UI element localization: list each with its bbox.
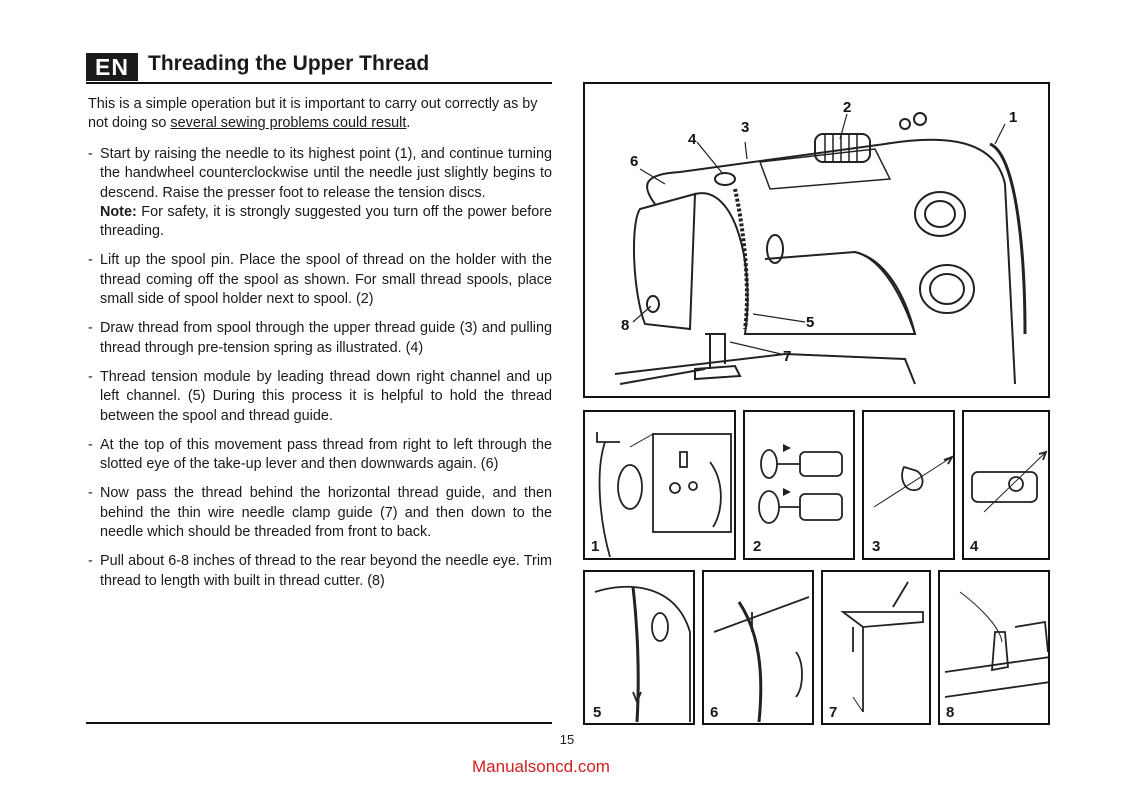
step-item: -Lift up the spool pin. Place the spool … bbox=[88, 252, 552, 308]
main-figure-sewing-machine: 1 2 3 4 5 6 7 8 bbox=[583, 82, 1050, 398]
detail-figure-number: 5 bbox=[593, 704, 602, 721]
detail-figure-number: 2 bbox=[753, 538, 762, 555]
callout-1: 1 bbox=[1009, 109, 1017, 126]
step-item: -Thread tension module by leading thread… bbox=[88, 368, 552, 424]
step-text: Draw thread from spool through the upper… bbox=[100, 320, 552, 356]
sewing-machine-illustration: 1 2 3 4 5 6 7 8 bbox=[614, 99, 1027, 385]
section-header: EN Threading the Upper Thread bbox=[86, 50, 552, 84]
detail-figure-number: 7 bbox=[829, 704, 838, 721]
step-text: At the top of this movement pass thread … bbox=[100, 436, 552, 473]
callout-6: 6 bbox=[630, 153, 638, 170]
step-item: -Start by raising the needle to its high… bbox=[88, 146, 552, 240]
step-item: -Pull about 6-8 inches of thread to the … bbox=[88, 553, 552, 589]
tension-module-illustration bbox=[594, 585, 691, 723]
detail-figure-number: 4 bbox=[970, 538, 979, 555]
language-badge: EN bbox=[86, 53, 138, 81]
step-text: Start by raising the needle to its highe… bbox=[100, 146, 552, 201]
page-title: Threading the Upper Thread bbox=[148, 52, 430, 75]
step-item: -At the top of this movement pass thread… bbox=[88, 436, 552, 473]
spool-holder-illustration bbox=[758, 444, 843, 524]
callout-7: 7 bbox=[783, 348, 791, 365]
step-item: -Draw thread from spool through the uppe… bbox=[88, 320, 552, 356]
thread-guide-illustration bbox=[873, 455, 953, 508]
step-note: Note: For safety, it is strongly suggest… bbox=[100, 204, 552, 239]
needle-raise-illustration bbox=[596, 432, 732, 558]
detail-figure-6: 6 bbox=[702, 570, 814, 725]
intro-paragraph: This is a simple operation but it is imp… bbox=[88, 95, 552, 133]
detail-figure-number: 3 bbox=[872, 538, 881, 555]
detail-figure-3: 3 bbox=[862, 410, 955, 560]
note-label: Note: bbox=[100, 203, 137, 220]
callout-4: 4 bbox=[688, 131, 697, 148]
intro-text: This is a simple operation but it is imp… bbox=[88, 96, 538, 132]
callout-2: 2 bbox=[843, 99, 851, 116]
page-number: 15 bbox=[559, 732, 575, 747]
callout-8: 8 bbox=[621, 317, 629, 334]
detail-figure-2: 2 bbox=[743, 410, 855, 560]
callout-3: 3 bbox=[741, 119, 749, 136]
thread-cutter-illustration bbox=[944, 591, 1048, 698]
detail-figure-number: 1 bbox=[591, 538, 600, 555]
step-text: Thread tension module by leading thread … bbox=[100, 368, 552, 424]
step-text: Pull about 6-8 inches of thread to the r… bbox=[100, 553, 552, 589]
callout-5: 5 bbox=[806, 314, 814, 331]
detail-figure-4: 4 bbox=[962, 410, 1050, 560]
take-up-lever-illustration bbox=[713, 596, 810, 723]
detail-figure-1: 1 bbox=[583, 410, 736, 560]
detail-figure-8: 8 bbox=[938, 570, 1050, 725]
watermark: Manualsoncd.com bbox=[472, 757, 610, 776]
intro-underlined-text: several sewing problems could result bbox=[170, 115, 407, 132]
instruction-steps: -Start by raising the needle to its high… bbox=[88, 145, 552, 601]
needle-clamp-guide-illustration bbox=[840, 581, 924, 713]
detail-figure-number: 6 bbox=[710, 704, 719, 721]
detail-figure-number: 8 bbox=[946, 704, 955, 721]
step-item: -Now pass the thread behind the horizont… bbox=[88, 485, 552, 541]
bottom-rule bbox=[86, 722, 552, 724]
detail-figure-5: 5 bbox=[583, 570, 695, 725]
pre-tension-spring-illustration bbox=[971, 450, 1048, 513]
intro-end: . bbox=[406, 115, 411, 132]
step-text: Now pass the thread behind the horizonta… bbox=[100, 485, 552, 541]
step-text: Lift up the spool pin. Place the spool o… bbox=[100, 252, 552, 308]
note-text: For safety, it is strongly suggested you… bbox=[100, 203, 552, 240]
detail-figure-7: 7 bbox=[821, 570, 931, 725]
